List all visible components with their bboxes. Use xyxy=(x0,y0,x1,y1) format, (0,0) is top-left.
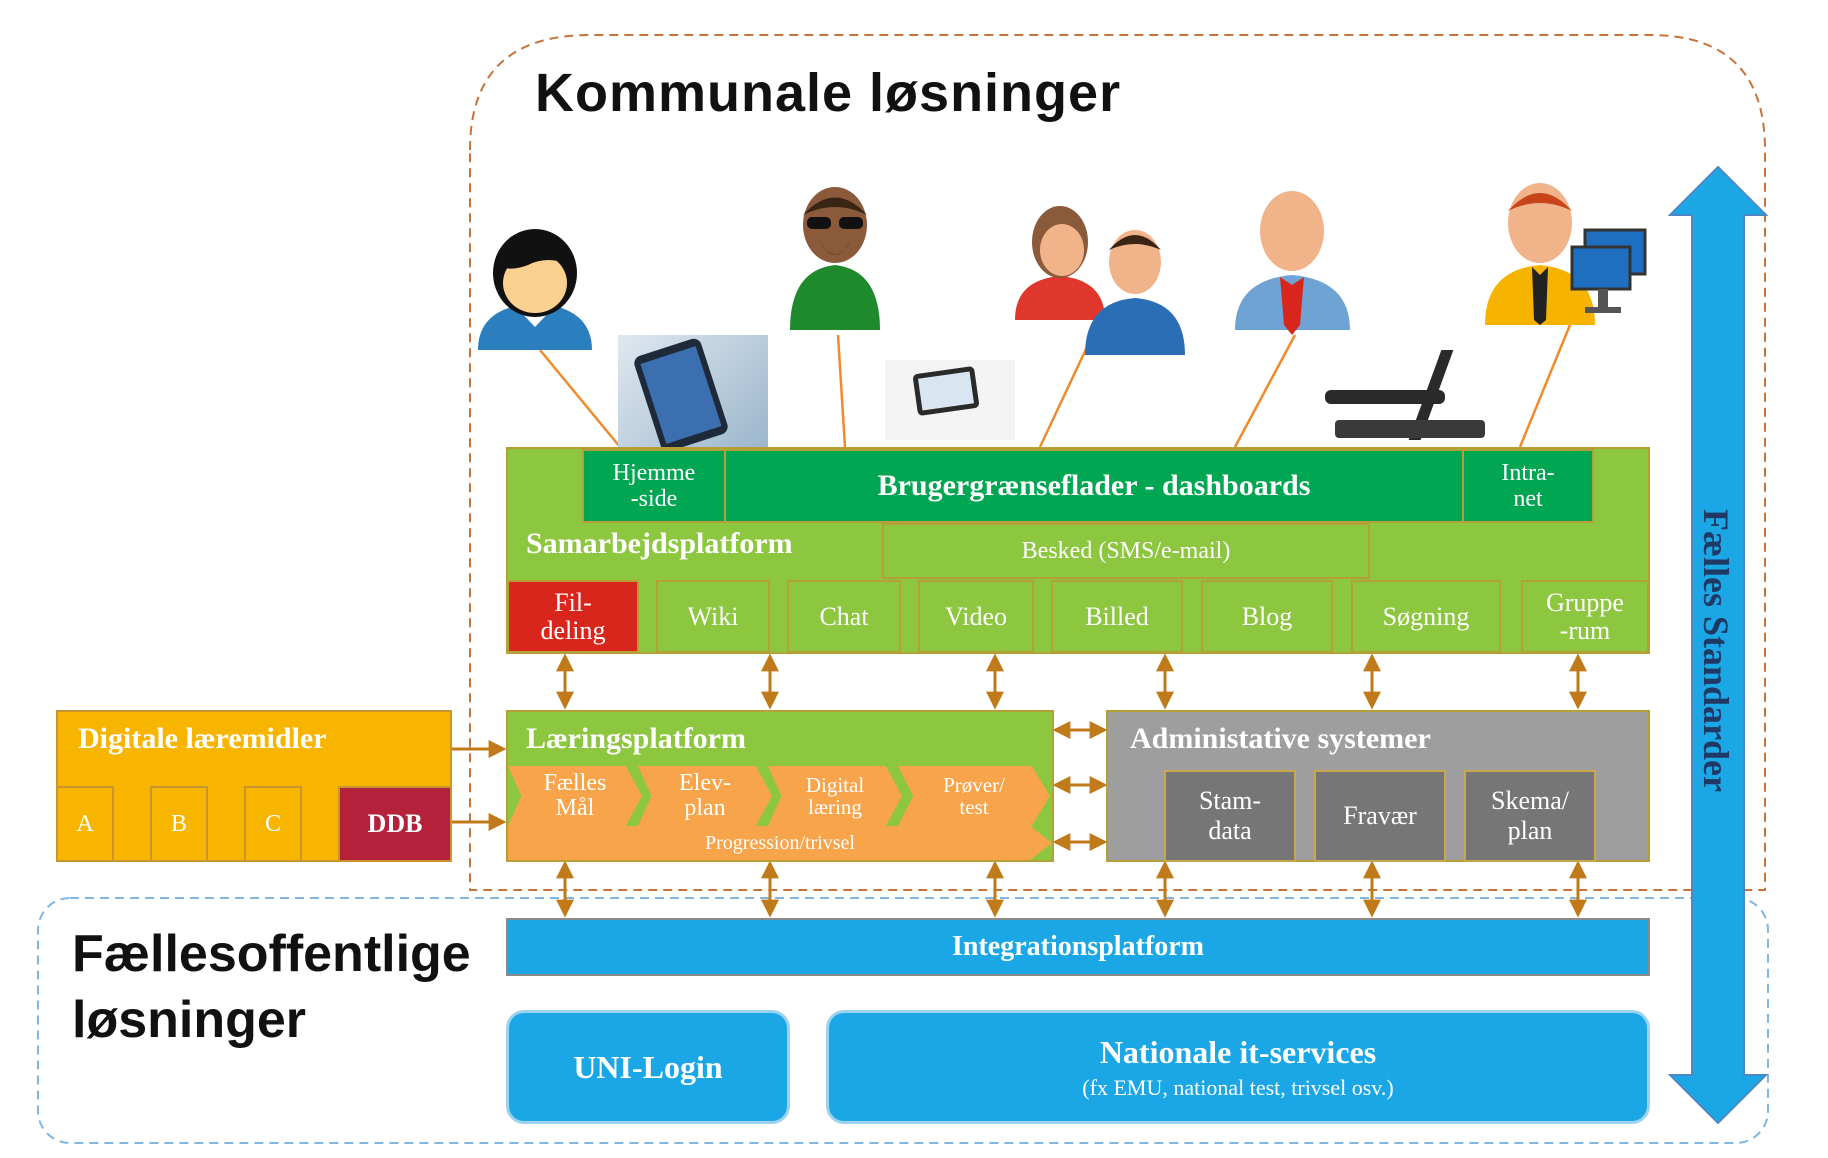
hjemmeside-label-line2: -side xyxy=(630,486,678,512)
digital-laering-tab[interactable]: Digital læring xyxy=(768,766,902,826)
ddb-button[interactable]: DDB xyxy=(338,786,452,862)
fildeling-button[interactable]: Fil- deling xyxy=(507,580,639,653)
proever-test-line1: Prøver/ xyxy=(943,772,1005,797)
faelles-standarder-arrow xyxy=(1668,165,1768,1125)
phone-photo-icon xyxy=(618,335,768,454)
faelles-maal-line1: Fælles xyxy=(543,769,607,796)
faelles-maal-tab[interactable]: Fælles Mål xyxy=(508,766,642,826)
faelles-title-line2: løsninger xyxy=(72,991,307,1049)
kommunale-region-border xyxy=(469,34,1766,891)
parents-icon xyxy=(1015,206,1185,355)
kommunale-title: Kommunale løsninger xyxy=(535,63,1122,123)
nationale-it-services-subtitle: (fx EMU, national test, trivsel osv.) xyxy=(1082,1074,1394,1100)
fravaer-button[interactable]: Fravær xyxy=(1314,770,1446,862)
it-admin-icon xyxy=(1485,183,1647,325)
intranet-label-line2: net xyxy=(1513,486,1543,512)
laeremiddel-a[interactable]: A xyxy=(56,786,114,862)
proever-test-line2: test xyxy=(959,795,989,819)
blog-button[interactable]: Blog xyxy=(1201,580,1333,653)
proever-test-tab[interactable]: Prøver/ test xyxy=(898,766,1050,826)
administrative-systemer-title: Administative systemer xyxy=(1130,722,1431,755)
digital-laering-line1: Digital xyxy=(805,772,865,797)
elevplan-line1: Elev- xyxy=(679,769,731,796)
elevplan-line2: plan xyxy=(684,795,726,821)
progression-trivsel-bar[interactable]: Progression/trivsel xyxy=(508,826,1052,860)
dashboards-title: Brugergrænseflader - dashboards xyxy=(877,469,1311,502)
manager-icon xyxy=(1235,191,1350,335)
hjemmeside-label-line1: Hjemme xyxy=(612,459,696,486)
tablet-photo-icon xyxy=(885,360,1015,440)
elevplan-tab[interactable]: Elev- plan xyxy=(638,766,772,826)
faelles-standarder-label: Fælles Standarder xyxy=(1696,508,1736,792)
billed-button[interactable]: Billed xyxy=(1051,580,1183,653)
skemaplan-button[interactable]: Skema/ plan xyxy=(1464,770,1596,862)
skemaplan-line1: Skema/ xyxy=(1491,786,1569,816)
faelles-maal-line2: Mål xyxy=(555,795,595,821)
fildeling-label-line2: deling xyxy=(540,615,606,645)
student-icon xyxy=(478,229,592,350)
laeremiddel-c[interactable]: C xyxy=(244,786,302,862)
faelles-title-line1: Fællesoffentlige xyxy=(72,925,471,983)
hjemmeside-button[interactable]: Hjemme -side xyxy=(582,449,726,523)
samarbejdsplatform-title: Samarbejdsplatform xyxy=(526,527,793,560)
stamdata-line2: data xyxy=(1208,816,1252,845)
grupperum-label-line1: Gruppe xyxy=(1546,588,1624,618)
laeringsplatform-title: Læringsplatform xyxy=(526,722,746,755)
faelles-region-border xyxy=(37,897,1769,1144)
skemaplan-line2: plan xyxy=(1507,816,1553,845)
nationale-it-services-box[interactable]: Nationale it-services (fx EMU, national … xyxy=(826,1010,1650,1124)
integrationsplatform-bar[interactable]: Integrationsplatform xyxy=(506,918,1650,976)
grupperum-button[interactable]: Gruppe -rum xyxy=(1521,580,1649,653)
stamdata-button[interactable]: Stam- data xyxy=(1164,770,1296,862)
nationale-it-services-title: Nationale it-services xyxy=(1099,1033,1377,1070)
laptop-photo-icon xyxy=(1325,350,1505,447)
uni-login-button[interactable]: UNI-Login xyxy=(506,1010,790,1124)
stamdata-line1: Stam- xyxy=(1198,786,1262,816)
digital-laering-line2: læring xyxy=(808,795,862,819)
grupperum-label-line2: -rum xyxy=(1559,615,1611,645)
soegning-button[interactable]: Søgning xyxy=(1351,580,1501,653)
digitale-laeremidler-title: Digitale læremidler xyxy=(78,722,327,755)
laeremiddel-b[interactable]: B xyxy=(150,786,208,862)
man-sunglasses-icon xyxy=(790,187,880,330)
video-button[interactable]: Video xyxy=(918,580,1034,653)
chat-button[interactable]: Chat xyxy=(787,580,901,653)
besked-box[interactable]: Besked (SMS/e-mail) xyxy=(882,523,1370,579)
intranet-label-line1: Intra- xyxy=(1501,459,1555,486)
user-connector-lines xyxy=(539,319,1574,448)
intranet-button[interactable]: Intra- net xyxy=(1462,449,1594,523)
wiki-button[interactable]: Wiki xyxy=(656,580,770,653)
fildeling-label-line1: Fil- xyxy=(554,588,592,618)
dashboards-bar xyxy=(582,449,1594,523)
